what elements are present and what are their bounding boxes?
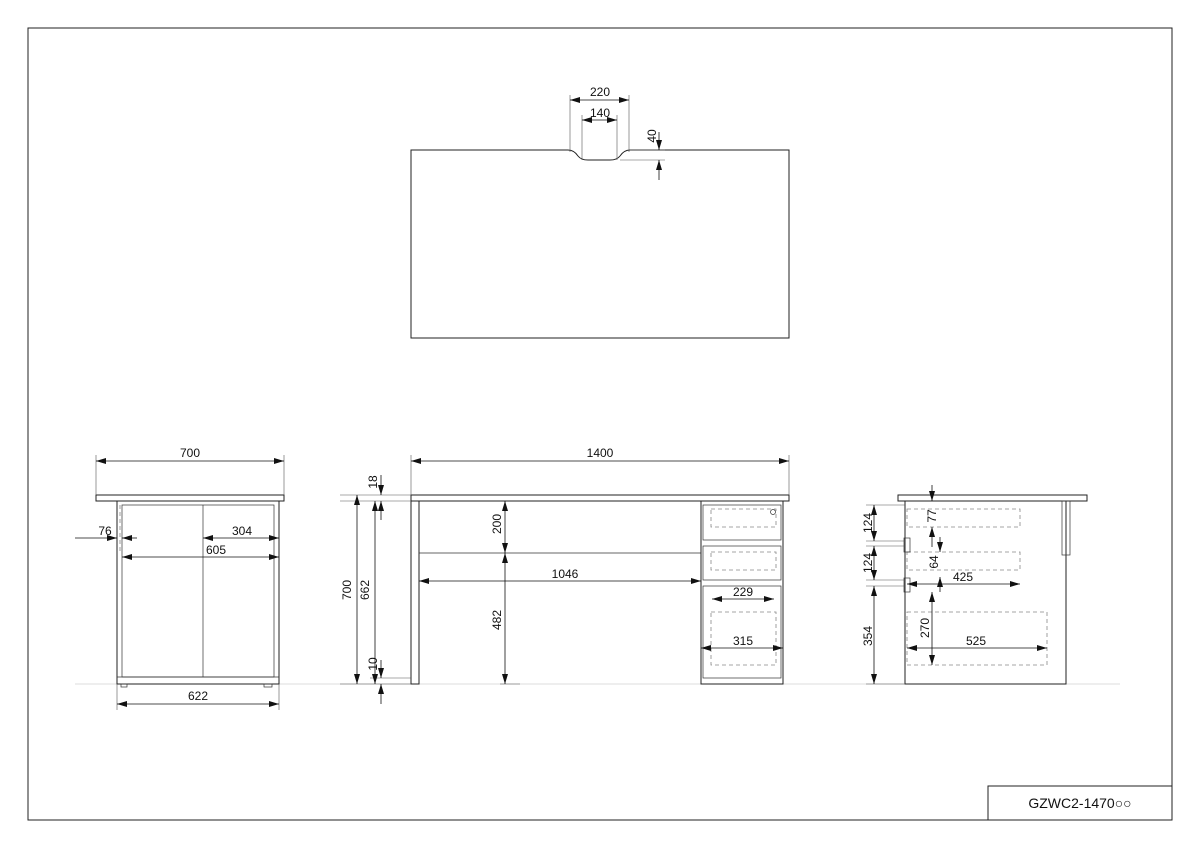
dim-gap-mid: 64 [927,555,941,569]
title-block: GZWC2-1470○○ [987,785,1173,821]
dim-gap-top: 77 [925,509,939,523]
dim-leg-span: 1046 [552,567,579,581]
dim-rail-drop: 200 [490,514,504,534]
model-number: GZWC2-1470○○ [1028,795,1131,811]
dim-notch-inner: 140 [590,106,610,120]
right-side-view: 124 124 354 77 64 425 270 525 [861,485,1088,685]
dim-leg-height: 662 [358,580,372,600]
dim-slide-long: 525 [966,634,986,648]
drawing-border [27,27,1173,821]
dim-file-height: 270 [918,618,932,638]
dim-drawer1: 124 [861,513,875,533]
dim-inner: 605 [206,543,226,557]
dim-length: 1400 [587,446,614,460]
dim-half: 304 [232,524,252,538]
dim-notch-depth: 40 [645,129,659,143]
dim-foot: 10 [366,657,380,671]
dim-drawer-inner: 229 [733,585,753,599]
front-view: 1400 700 662 18 10 200 482 1046 229 315 [340,446,790,704]
dim-notch-outer: 220 [590,85,610,99]
dim-base: 622 [188,689,208,703]
dim-drawer2: 124 [861,553,875,573]
dim-drawer3: 354 [861,626,875,646]
dim-rail-height: 482 [490,610,504,630]
dim-pedestal-width: 315 [733,634,753,648]
top-view: 220 140 40 [410,85,790,339]
dim-height: 700 [340,580,354,600]
left-side-view: 700 76 304 605 622 [75,446,285,710]
dim-offset: 76 [98,524,112,538]
desktop-outline [410,149,790,339]
lock-icon [770,509,776,515]
dim-slide-short: 425 [953,570,973,584]
dim-depth: 700 [180,446,200,460]
dim-top-thickness: 18 [366,475,380,489]
